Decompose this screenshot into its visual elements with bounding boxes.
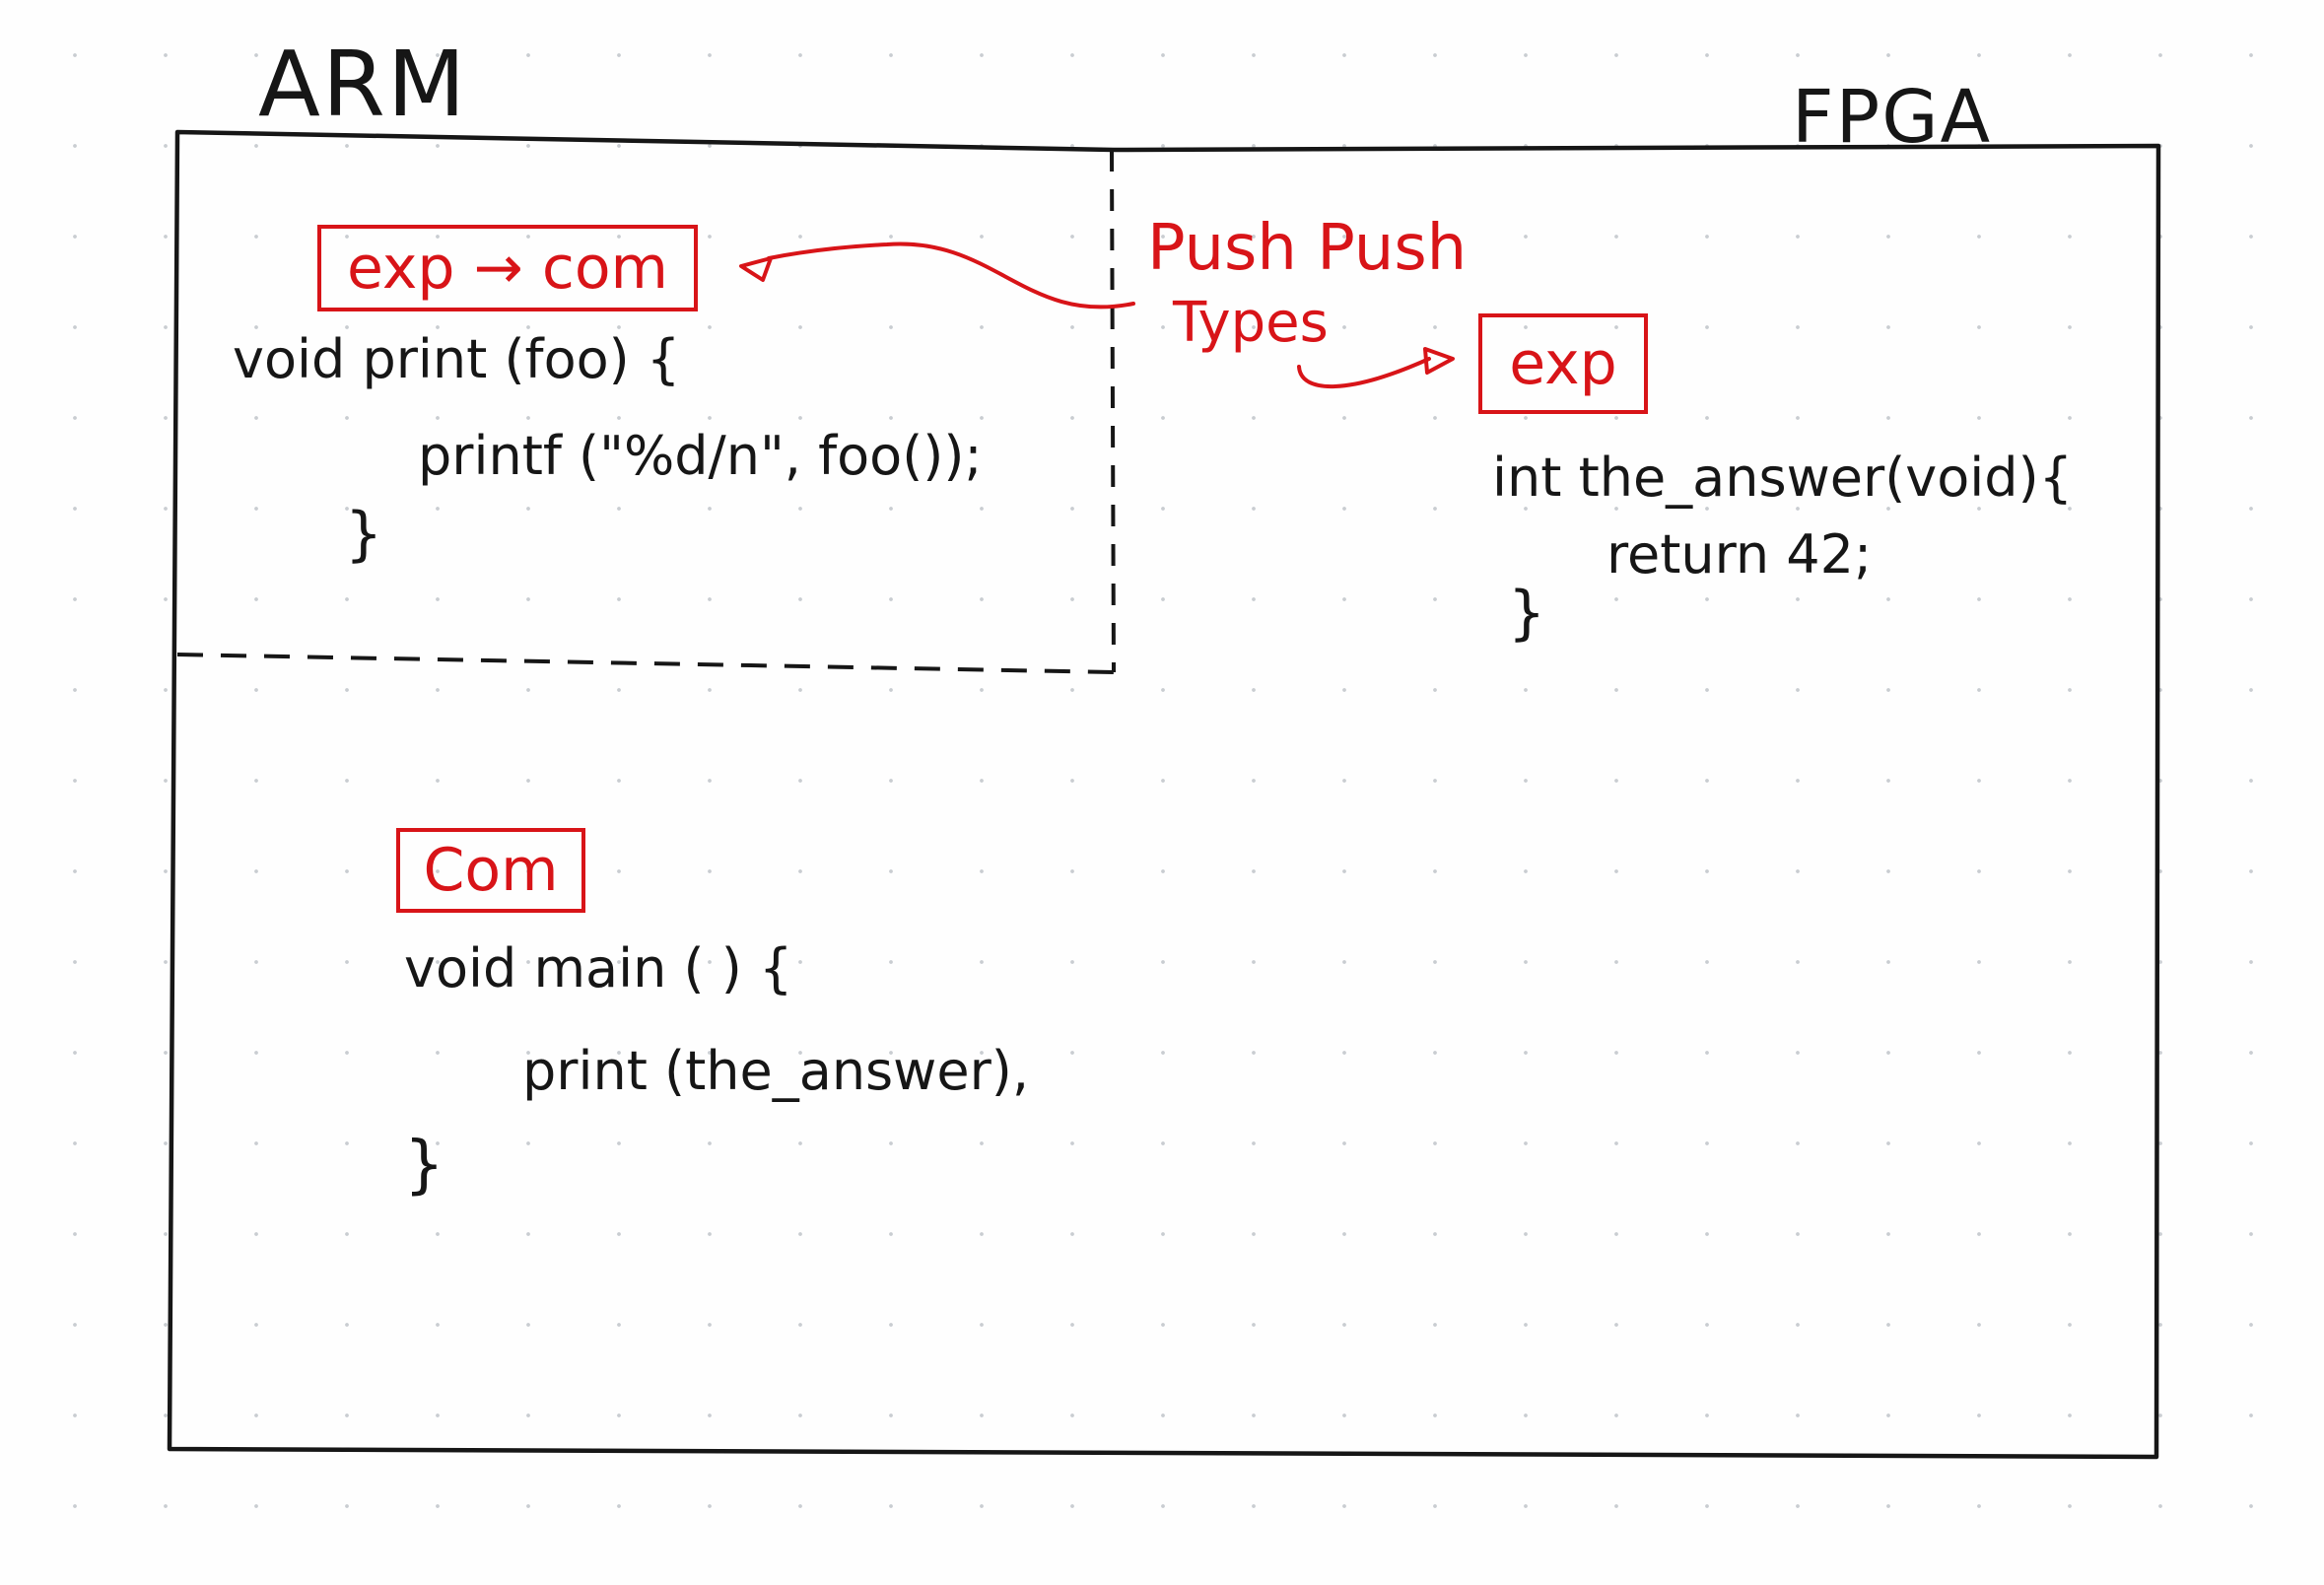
arm-label: ARM (258, 32, 468, 137)
push-push-annotation: Push Push (1147, 212, 1468, 285)
arrow-head-open-left (739, 256, 773, 282)
tag-com: Com (396, 828, 585, 913)
code-print-line-1: void print (foo) { (233, 328, 681, 390)
code-main-line-3: } (404, 1129, 444, 1202)
arrow-types-to-exp (1297, 357, 1431, 389)
code-answer-line-2: return 42; (1606, 523, 1873, 586)
fpga-label: FPGA (1792, 75, 1993, 160)
code-answer-line-1: int the_answer(void){ (1492, 447, 2073, 509)
dashed-divider-vertical (1110, 149, 1116, 673)
code-answer-line-3: } (1508, 579, 1546, 648)
board-frame (167, 129, 2161, 1460)
code-print-line-2: printf ("%d/n", foo()); (418, 425, 983, 487)
code-main-line-1: void main ( ) { (404, 937, 793, 999)
code-main-line-2: print (the_answer), (522, 1040, 1030, 1102)
tag-exp-to-com: exp → com (317, 225, 698, 311)
tag-exp: exp (1478, 313, 1648, 414)
arrow-push-to-exp-com (767, 241, 1135, 310)
arrow-head-open-right (1423, 347, 1455, 375)
dashed-divider-horizontal (176, 653, 1115, 674)
code-print-line-3: } (345, 500, 383, 569)
types-annotation: Types (1173, 291, 1329, 355)
